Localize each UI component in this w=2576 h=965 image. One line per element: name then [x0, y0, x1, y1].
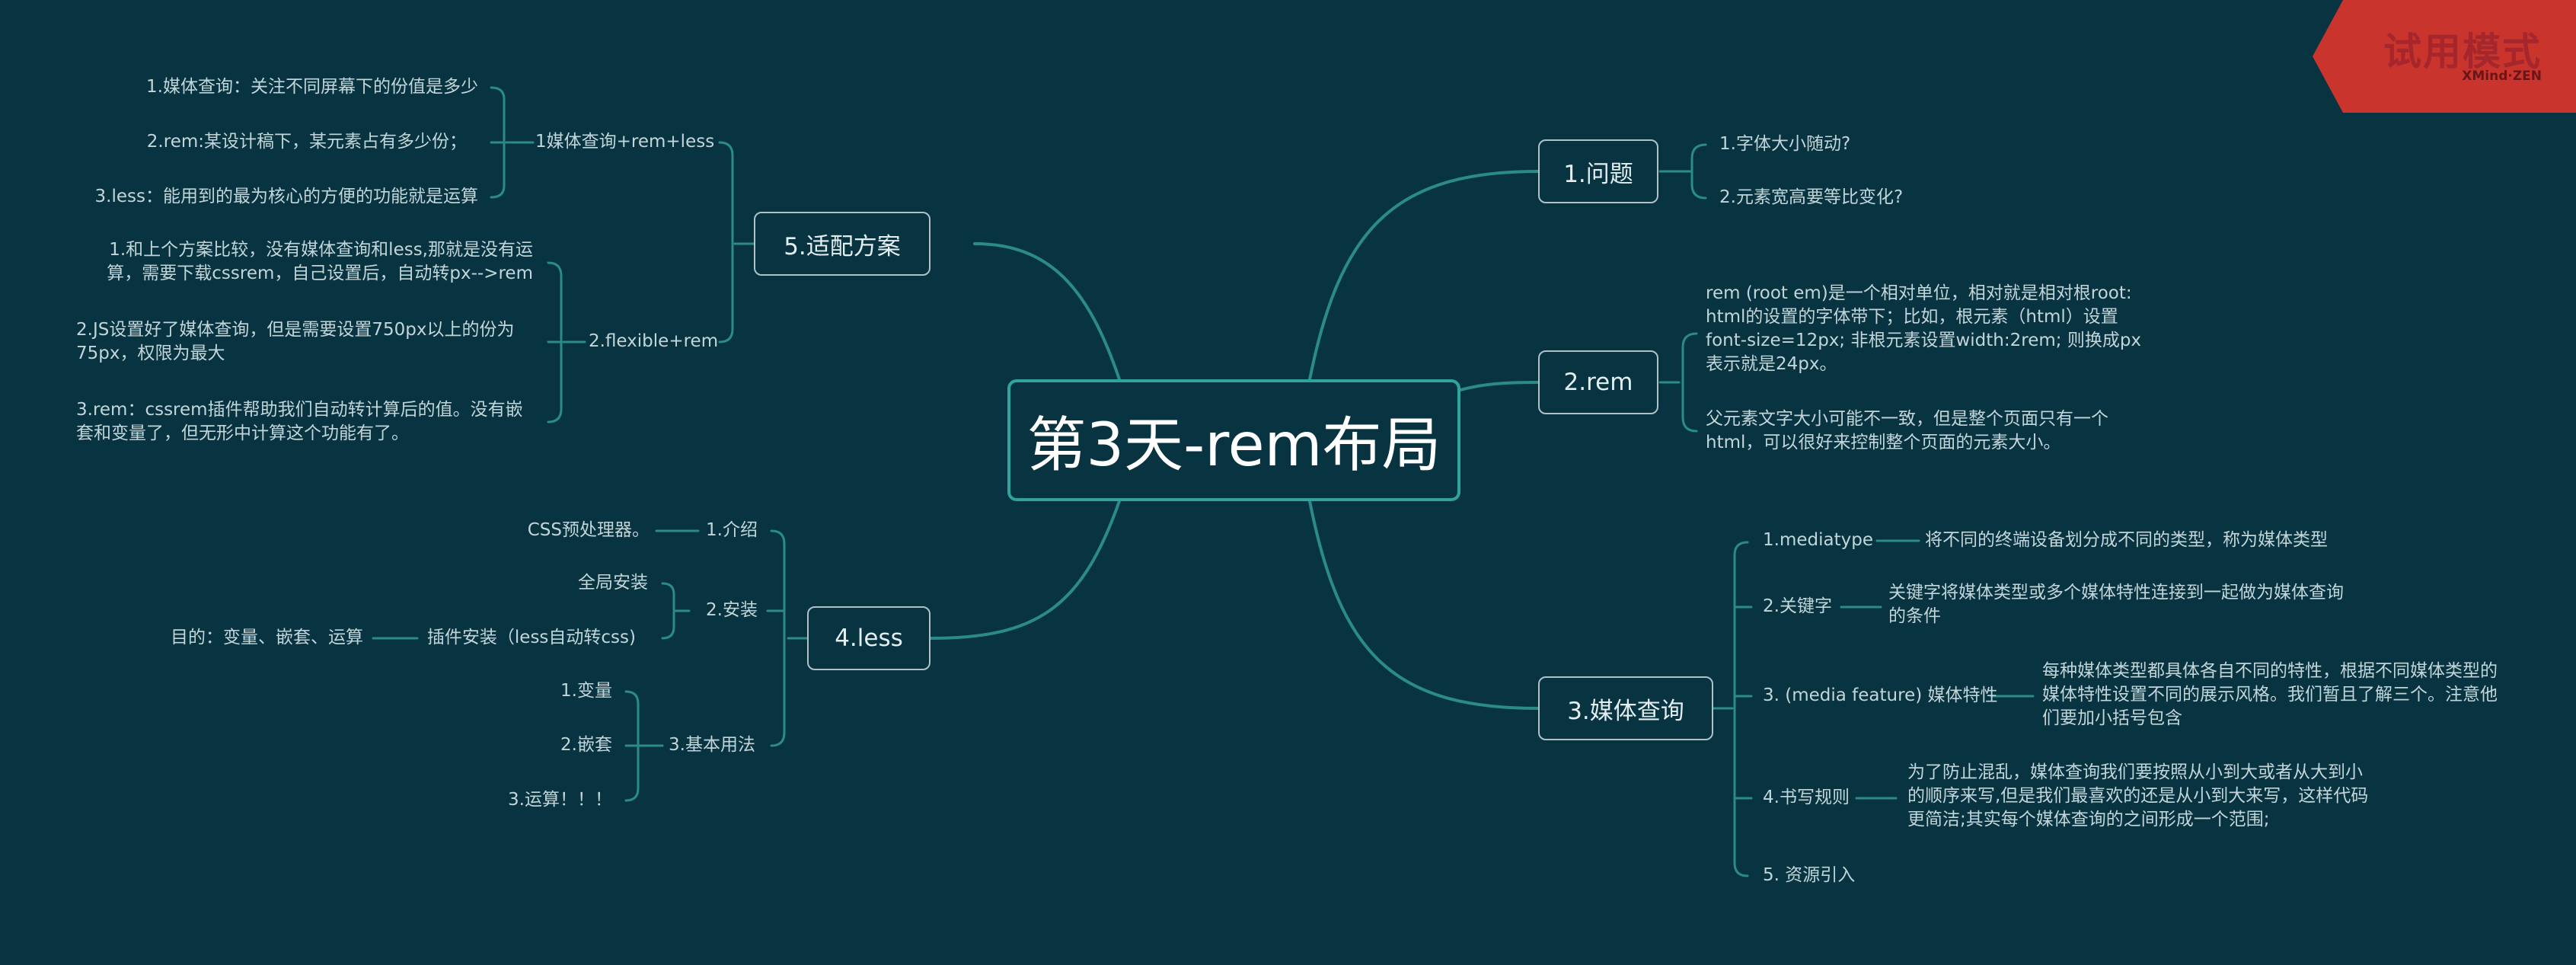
media-item-keyword[interactable]: 2.关键字 — [1763, 596, 1832, 616]
adapt-scheme-2[interactable]: 2.flexible+rem — [589, 331, 719, 351]
less-install-plugin[interactable]: 插件安装（less自动转css) — [426, 628, 636, 647]
topic-problem[interactable]: 1.问题 — [1538, 139, 1658, 203]
less-basic-variables[interactable]: 1.变量 — [560, 681, 612, 701]
adapt-scheme-2-item-1[interactable]: 1.和上个方案比较，没有媒体查询和less,那就是没有运算，需要下载cssrem… — [107, 240, 533, 283]
media-item-mediatype[interactable]: 1.mediatype — [1763, 530, 1873, 550]
rem-definition[interactable]: rem (root em)是一个相对单位，相对就是相对根root: html的设… — [1706, 283, 2142, 374]
media-item-feature[interactable]: 3. (media feature) 媒体特性 — [1763, 685, 1998, 705]
adapt-scheme-2-item-3[interactable]: 3.rem：cssrem插件帮助我们自动转计算后的值。没有嵌套和变量了，但无形中… — [76, 400, 523, 443]
central-topic[interactable]: 第3天-rem布局 — [1007, 379, 1460, 501]
topic-rem[interactable]: 2.rem — [1538, 350, 1658, 414]
media-item-rules[interactable]: 4.书写规则 — [1763, 788, 1850, 807]
less-install[interactable]: 2.安装 — [706, 600, 758, 620]
topic-adaptation[interactable]: 5.适配方案 — [754, 212, 930, 276]
trial-watermark: 试用模式 XMind·ZEN — [2313, 0, 2576, 113]
media-item-feature-desc[interactable]: 每种媒体类型都具体各自不同的特性，根据不同媒体类型的媒体特性设置不同的展示风格。… — [2042, 661, 2498, 728]
less-install-plugin-purpose[interactable]: 目的：变量、嵌套、运算 — [171, 628, 363, 647]
less-basic-operations[interactable]: 3.运算！！！ — [508, 790, 612, 810]
less-basic-nesting[interactable]: 2.嵌套 — [560, 735, 612, 755]
problem-item-1[interactable]: 1.字体大小随动? — [1719, 134, 1851, 154]
rem-advantage[interactable]: 父元素文字大小可能不一致，但是整个页面只有一个html，可以很好来控制整个页面的… — [1706, 409, 2108, 452]
adapt-scheme-1-item-2[interactable]: 2.rem:某设计稿下，某元素占有多少份； — [146, 132, 467, 152]
topic-less[interactable]: 4.less — [807, 606, 930, 670]
topic-media-query[interactable]: 3.媒体查询 — [1538, 676, 1713, 740]
adapt-scheme-1-item-3[interactable]: 3.less：能用到的最为核心的方便的功能就是运算 — [94, 187, 478, 206]
less-install-global[interactable]: 全局安装 — [578, 573, 648, 593]
adapt-scheme-1-item-1[interactable]: 1.媒体查询：关注不同屏幕下的份值是多少 — [146, 77, 478, 97]
media-item-resources[interactable]: 5. 资源引入 — [1763, 865, 1856, 885]
problem-item-2[interactable]: 2.元素宽高要等比变化? — [1719, 187, 1904, 207]
media-item-keyword-desc[interactable]: 关键字将媒体类型或多个媒体特性连接到一起做为媒体查询的条件 — [1888, 583, 2344, 626]
trial-mode-label: 试用模式 — [2383, 30, 2542, 74]
xmind-brand-logo: XMind·ZEN — [2462, 69, 2542, 84]
less-intro[interactable]: 1.介绍 — [706, 520, 758, 540]
adapt-scheme-2-item-2[interactable]: 2.JS设置好了媒体查询，但是需要设置750px以上的份为75px，权限为最大 — [76, 320, 515, 363]
media-item-mediatype-desc[interactable]: 将不同的终端设备划分成不同的类型，称为媒体类型 — [1925, 530, 2328, 550]
less-intro-child[interactable]: CSS预处理器。 — [527, 520, 650, 540]
adapt-scheme-1[interactable]: 1媒体查询+rem+less — [535, 132, 715, 152]
less-basic-usage[interactable]: 3.基本用法 — [669, 735, 755, 755]
media-item-rules-desc[interactable]: 为了防止混乱，媒体查询我们要按照从小到大或者从大到小的顺序来写,但是我们最喜欢的… — [1907, 762, 2369, 829]
